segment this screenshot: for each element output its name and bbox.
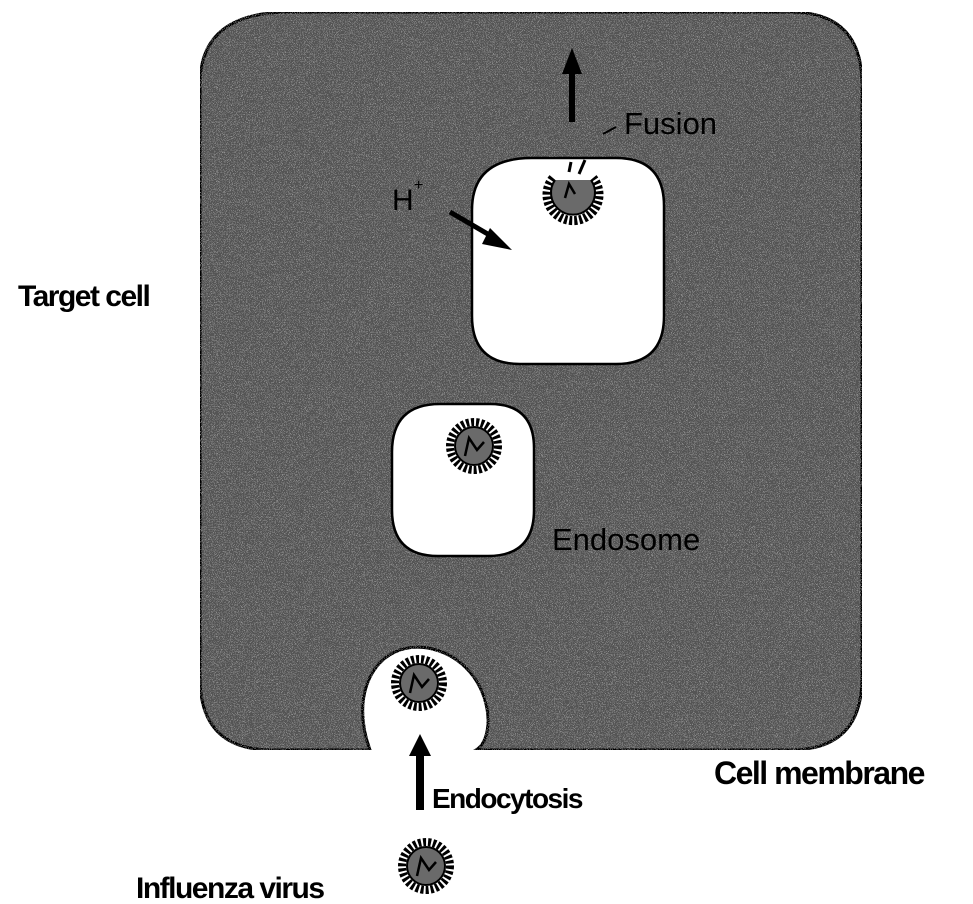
- release-fragment-2: [569, 162, 571, 172]
- target-cell-body: [200, 12, 862, 750]
- label-fusion: Fusion: [624, 106, 717, 141]
- label-cell-membrane: Cell membrane: [714, 755, 925, 791]
- label-endosome: Endosome: [552, 522, 700, 557]
- label-proton-charge: +: [414, 177, 423, 194]
- label-proton: H: [392, 184, 414, 217]
- endocytosis-arrow: [409, 734, 431, 810]
- label-endocytosis: Endocytosis: [432, 783, 583, 814]
- label-influenza-virus: Influenza virus: [136, 872, 324, 904]
- label-target-cell: Target cell: [18, 280, 149, 313]
- endocytosing-virus: [395, 659, 443, 707]
- free-influenza-virus: [402, 842, 450, 890]
- endosome: [392, 404, 534, 556]
